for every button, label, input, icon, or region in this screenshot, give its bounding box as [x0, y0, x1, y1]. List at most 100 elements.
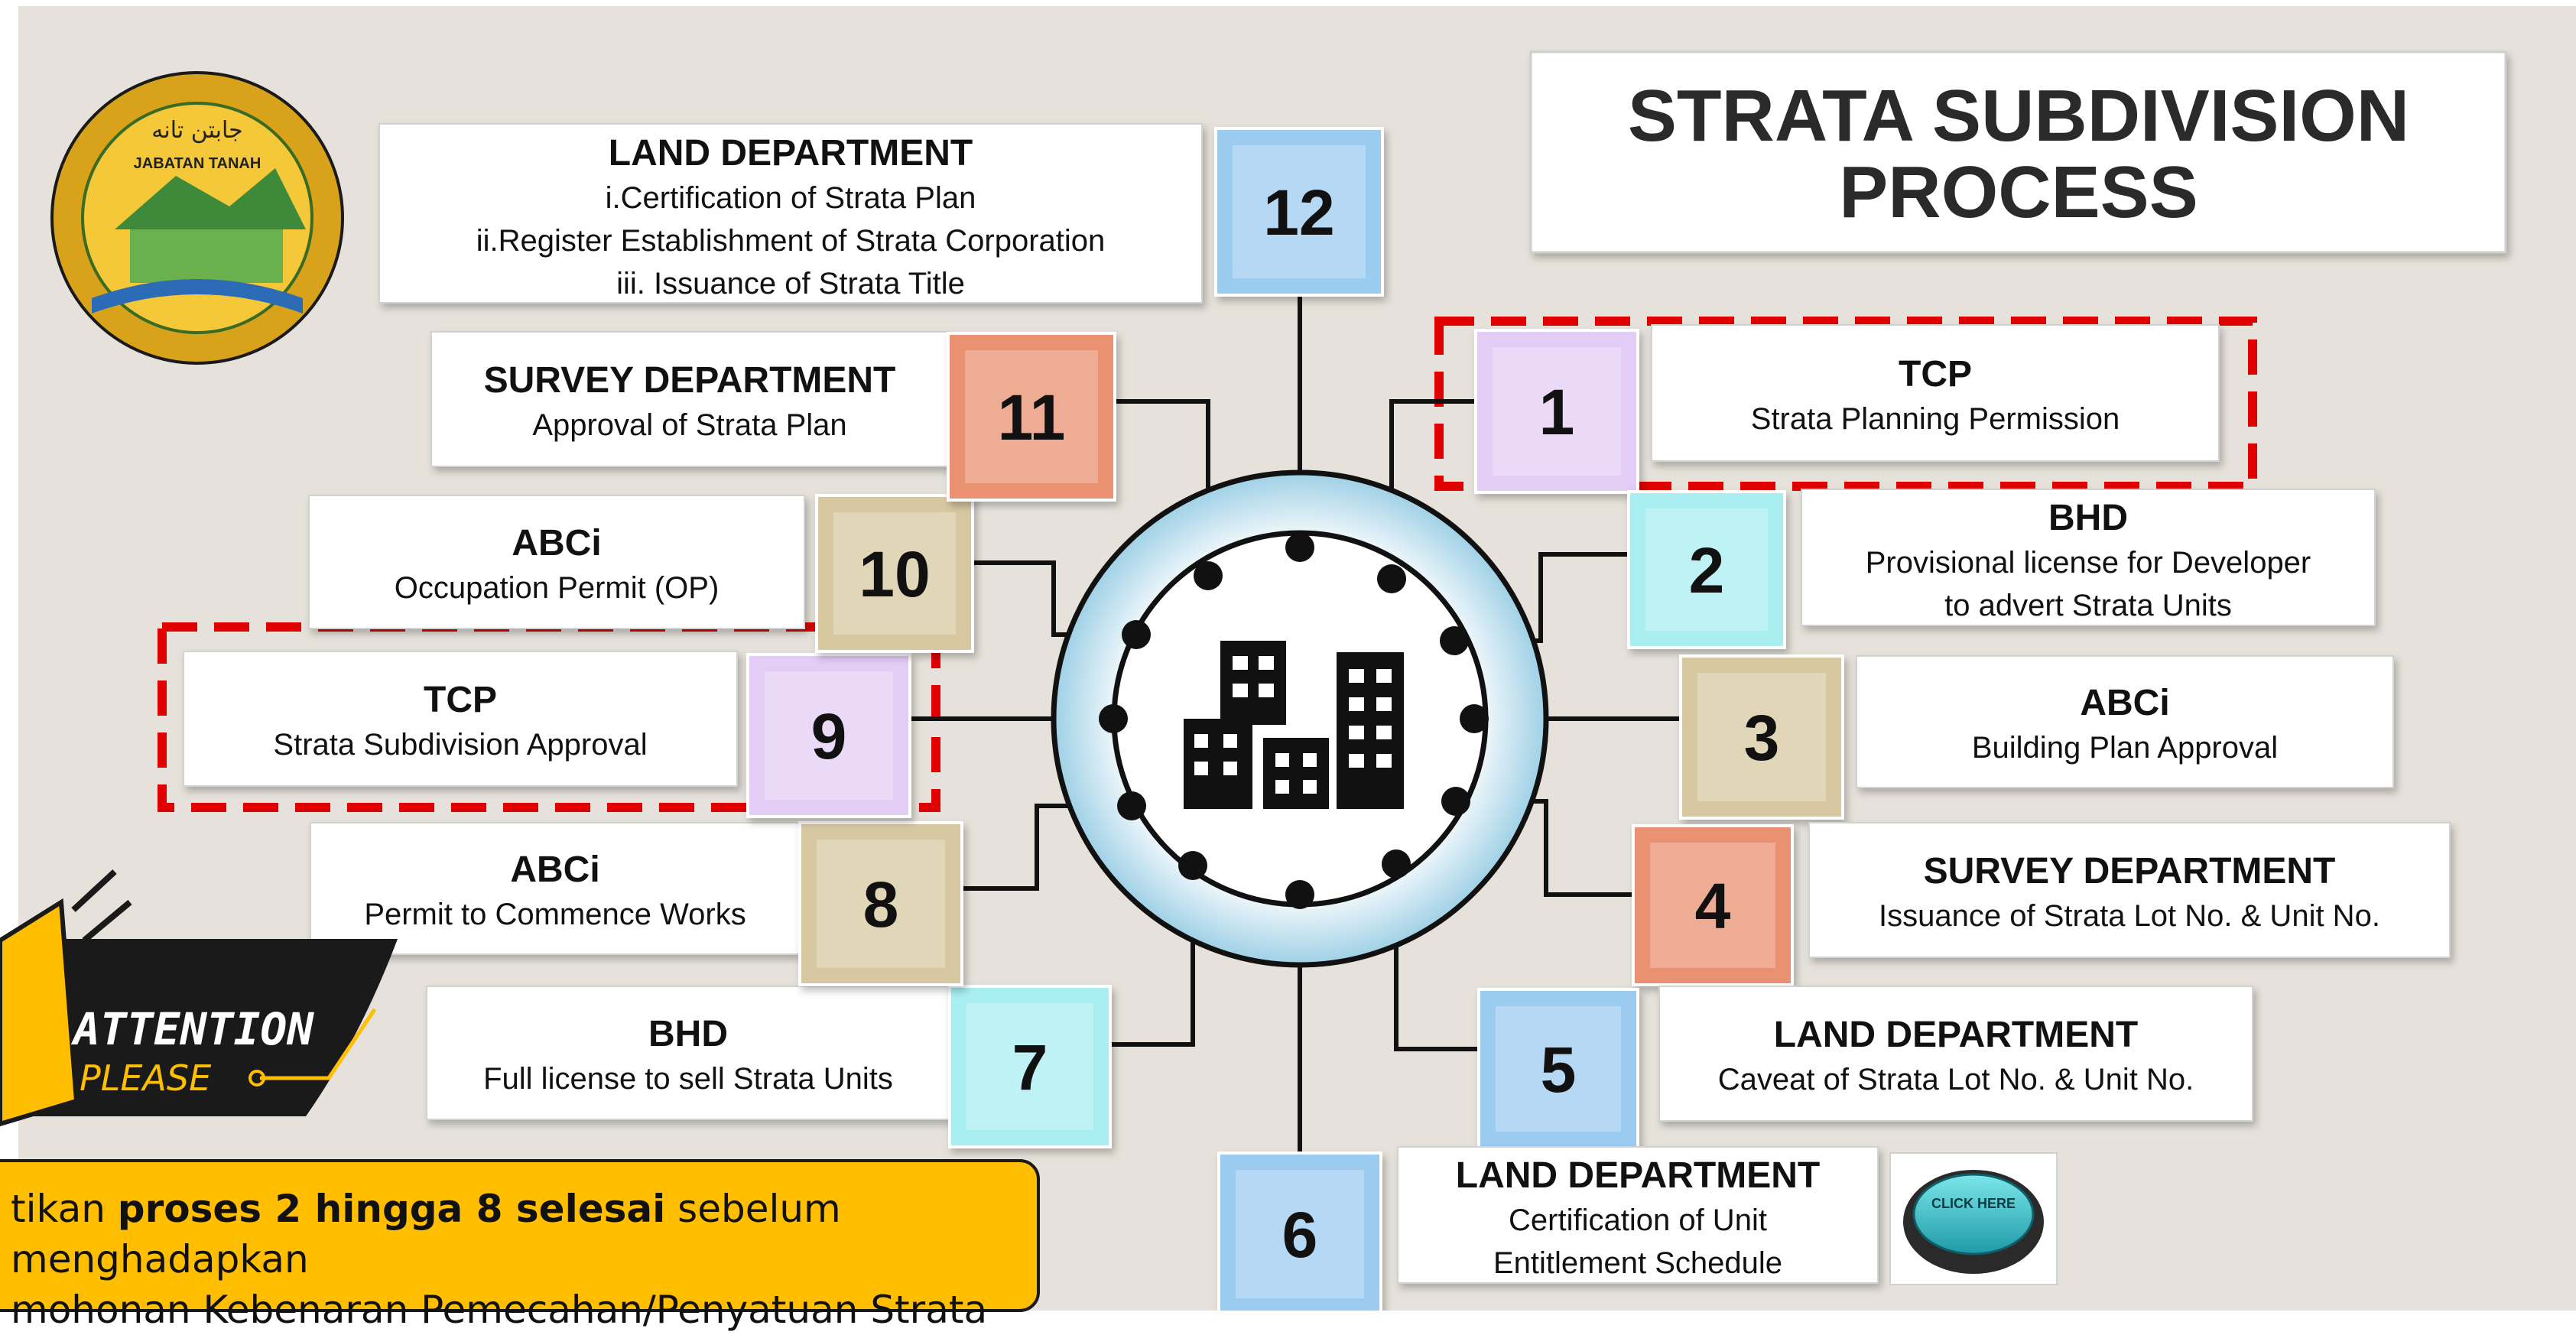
step-1-number-tile: 1: [1474, 329, 1639, 494]
step-11-box: [430, 331, 949, 467]
attention-line-1: ATTENTION: [70, 1003, 314, 1055]
step-11: SURVEY DEPARTMENT Approval of Strata Plan…: [430, 331, 1116, 502]
step-2-box: [1801, 489, 2376, 626]
step-7-number-tile: 7: [948, 985, 1112, 1148]
connector-dot-step-11: [1194, 561, 1223, 590]
step-7-number: 7: [1012, 1031, 1048, 1103]
step-1-number: 1: [1539, 376, 1575, 448]
attention-line-2: PLEASE: [80, 1057, 211, 1099]
connector-dot-step-3: [1460, 704, 1489, 733]
step-5-description: Caveat of Strata Lot No. & Unit No.: [1718, 1063, 2194, 1096]
title-panel: STRATA SUBDIVISION PROCESS: [1529, 50, 2507, 254]
step-2-number-tile: 2: [1627, 490, 1786, 649]
logo-arabic: جابتن تانه: [151, 117, 242, 144]
step-12-number-tile: 12: [1214, 127, 1384, 297]
step-1-box: [1651, 324, 2220, 462]
note-bold-text: proses 2 hingga 8 selesai: [117, 1187, 666, 1231]
connector-dot-step-2: [1440, 626, 1469, 655]
step-12-box: [378, 123, 1203, 304]
note-text-1: tikan: [11, 1187, 118, 1231]
step-5: LAND DEPARTMENT Caveat of Strata Lot No. …: [1477, 986, 2253, 1150]
attention-note: tikan proses 2 hingga 8 selesai sebelum …: [0, 1159, 1040, 1332]
logo-label: JABATAN TANAH: [134, 155, 261, 172]
step-4-number-tile: 4: [1632, 824, 1794, 986]
click-here-button[interactable]: CLICK HERE: [1889, 1152, 2058, 1285]
step-7-title: BHD: [648, 1014, 728, 1054]
step-12: LAND DEPARTMENT i.Certification of Strata…: [378, 123, 1384, 304]
step-2-number: 2: [1689, 534, 1725, 606]
step-6-number-tile: 6: [1217, 1151, 1382, 1311]
step-10-title: ABCi: [512, 523, 601, 564]
connector-dot-step-9: [1099, 704, 1128, 733]
step-3-number-tile: 3: [1679, 655, 1844, 820]
step-12-description: ii.Register Establishment of Strata Corp…: [476, 224, 1106, 258]
connector-dot-step-6: [1285, 880, 1314, 909]
center-hub: [1051, 469, 1549, 968]
step-9-number: 9: [811, 700, 847, 772]
step-8-title: ABCi: [510, 849, 599, 890]
step-10-number-tile: 10: [815, 494, 974, 653]
step-10-box: [308, 495, 805, 629]
step-11-number-tile: 11: [947, 332, 1116, 502]
step-4: SURVEY DEPARTMENT Issuance of Strata Lot …: [1632, 822, 2451, 986]
connector-dot-step-7: [1178, 851, 1207, 880]
step-12-description: i.Certification of Strata Plan: [606, 181, 976, 215]
step-11-description: Approval of Strata Plan: [532, 408, 846, 442]
step-8-description: Permit to Commence Works: [364, 898, 746, 931]
step-4-number: 4: [1695, 870, 1731, 942]
attention-badge: ATTENTION PLEASE: [0, 869, 398, 1127]
step-11-title: SURVEY DEPARTMENT: [484, 360, 896, 401]
step-6-title: LAND DEPARTMENT: [1456, 1155, 1820, 1196]
title-line-1: STRATA SUBDIVISION: [1628, 75, 2409, 157]
step-11-number: 11: [998, 382, 1066, 453]
step-4-title: SURVEY DEPARTMENT: [1924, 851, 2336, 892]
connector-dot-step-5: [1382, 849, 1411, 879]
step-10-description: Occupation Permit (OP): [395, 571, 720, 605]
step-1: TCP Strata Planning Permission 1: [1474, 324, 2220, 494]
step-5-title: LAND DEPARTMENT: [1774, 1015, 2138, 1055]
step-2-description: Provisional license for Developer: [1866, 546, 2311, 580]
note-text-line-2: mohonan Kebenaran Pemecahan/Penyatuan St…: [11, 1288, 988, 1332]
connector-dot-step-8: [1117, 791, 1146, 820]
step-3-number: 3: [1744, 702, 1780, 774]
step-2-description: to advert Strata Units: [1944, 589, 2232, 622]
step-7-box: [426, 986, 950, 1120]
step-6-description: Certification of Unit: [1509, 1203, 1767, 1237]
title-line-2: PROCESS: [1839, 151, 2198, 233]
step-6: LAND DEPARTMENT Certification of UnitEnti…: [1217, 1146, 1879, 1311]
step-4-box: [1808, 822, 2451, 958]
connector-dot-step-10: [1122, 620, 1151, 649]
step-1-title: TCP: [1899, 354, 1972, 395]
step-9-number-tile: 9: [746, 653, 911, 818]
connector-dot-step-4: [1441, 787, 1470, 816]
step-6-number: 6: [1282, 1199, 1318, 1271]
step-12-number: 12: [1263, 177, 1334, 248]
step-9-title: TCP: [424, 680, 497, 720]
jabatan-tanah-logo: جابتن تانه JABATAN TANAH: [50, 71, 344, 365]
step-10-number: 10: [859, 538, 930, 610]
alert-lines-icon: [71, 869, 139, 974]
step-8-box: [310, 822, 801, 955]
city-buildings-icon: [1184, 641, 1404, 809]
connector-dots: [1099, 533, 1489, 909]
connector-dot-step-12: [1285, 533, 1314, 562]
note-text-2: sebelum menghadapkan: [11, 1187, 841, 1281]
step-3-title: ABCi: [2080, 683, 2169, 723]
step-3-box: [1856, 655, 2394, 788]
step-12-title: LAND DEPARTMENT: [609, 133, 973, 174]
step-1-description: Strata Planning Permission: [1751, 402, 2120, 436]
step-5-box: [1658, 986, 2253, 1122]
step-5-number-tile: 5: [1477, 988, 1639, 1150]
step-8-number: 8: [863, 869, 899, 940]
step-6-description: Entitlement Schedule: [1493, 1246, 1782, 1280]
step-4-description: Issuance of Strata Lot No. & Unit No.: [1879, 899, 2380, 933]
step-2-title: BHD: [2048, 498, 2128, 538]
step-12-description: iii. Issuance of Strata Title: [616, 267, 965, 300]
step-8-number-tile: 8: [798, 821, 963, 986]
step-5-number: 5: [1541, 1034, 1577, 1106]
